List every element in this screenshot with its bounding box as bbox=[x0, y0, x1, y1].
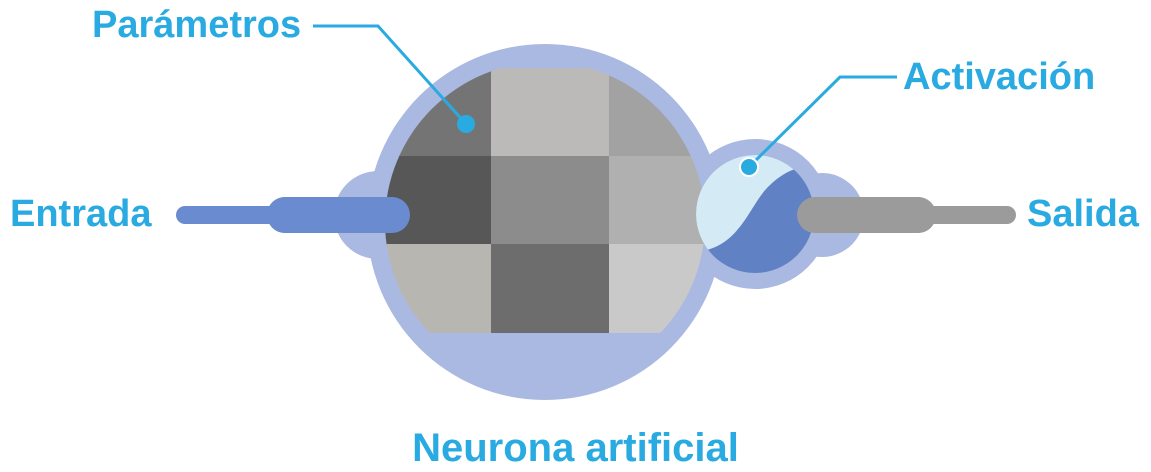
diagram-title: Neurona artificial bbox=[0, 428, 1151, 468]
parameter-cell bbox=[491, 68, 610, 157]
input-label: Entrada bbox=[10, 195, 151, 233]
parameters-label: Parámetros bbox=[92, 6, 301, 44]
activation-label: Activación bbox=[903, 58, 1095, 96]
parameter-cell bbox=[491, 156, 610, 245]
activation-dot bbox=[740, 158, 758, 176]
output-label: Salida bbox=[1027, 195, 1139, 233]
parameter-cell bbox=[491, 244, 610, 333]
parameters-dot bbox=[457, 115, 475, 133]
